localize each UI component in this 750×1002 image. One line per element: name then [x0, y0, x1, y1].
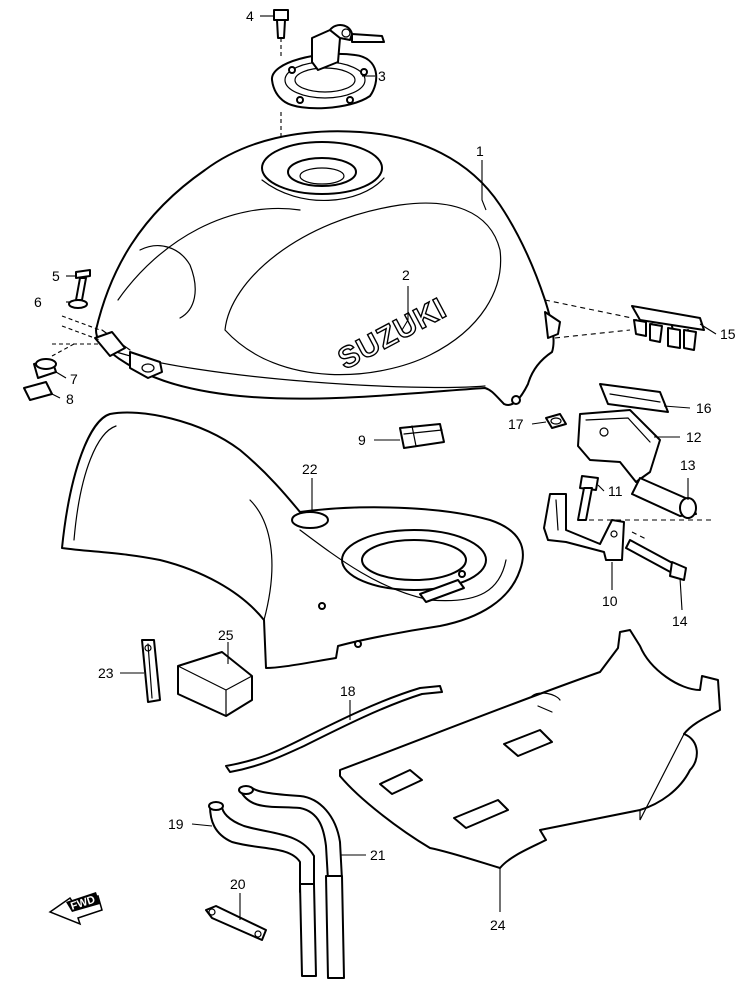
hose-21 — [238, 785, 345, 979]
callout-17: 17 — [508, 416, 524, 432]
callout-13: 13 — [680, 457, 696, 473]
hose-19 — [208, 801, 315, 893]
cushion-16 — [599, 383, 669, 413]
callout-16: 16 — [696, 400, 712, 416]
callout-18: 18 — [340, 683, 356, 699]
cushion-15 — [631, 305, 705, 351]
tank-cover — [61, 411, 524, 669]
callout-5: 5 — [52, 268, 60, 284]
clip-8 — [23, 381, 53, 401]
callout-9: 9 — [358, 432, 366, 448]
bolt-14 — [625, 539, 687, 581]
leader-lines — [51, 15, 717, 920]
callout-labels: 1 2 3 4 5 6 7 8 9 10 11 12 13 14 15 16 1… — [34, 8, 736, 933]
bracket-12 — [577, 409, 661, 483]
cushion-9 — [399, 423, 445, 449]
pad-25 — [177, 651, 253, 717]
callout-23: 23 — [98, 665, 114, 681]
forward-direction-arrow: FWD — [48, 892, 103, 926]
cushion-7 — [33, 358, 57, 379]
callout-1: 1 — [476, 143, 484, 159]
callout-11: 11 — [608, 483, 623, 499]
callout-6: 6 — [34, 294, 42, 310]
fuel-cap-assembly — [270, 24, 385, 110]
callout-2: 2 — [402, 267, 410, 283]
bolt-11 — [577, 475, 599, 521]
callout-24: 24 — [490, 917, 506, 933]
tray-plate — [339, 629, 721, 869]
callout-15: 15 — [720, 326, 736, 342]
callout-10: 10 — [602, 593, 618, 609]
collar-17 — [545, 413, 567, 429]
washer-6 — [68, 299, 88, 309]
callout-25: 25 — [218, 627, 234, 643]
callout-7: 7 — [70, 371, 78, 387]
bolt-5 — [75, 269, 91, 301]
callout-19: 19 — [168, 816, 184, 832]
callout-20: 20 — [230, 876, 246, 892]
callout-12: 12 — [686, 429, 702, 445]
bracket-10 — [543, 493, 625, 561]
tube-18 — [225, 685, 443, 773]
callout-4: 4 — [246, 8, 254, 24]
pipe-13 — [631, 477, 697, 519]
fuel-tank: SUZUKI — [94, 130, 561, 406]
callout-8: 8 — [66, 391, 74, 407]
callout-21: 21 — [370, 847, 386, 863]
clip-20 — [205, 905, 267, 941]
callout-14: 14 — [672, 613, 688, 629]
clamp-23 — [141, 639, 161, 703]
callout-22: 22 — [302, 461, 318, 477]
callout-3: 3 — [378, 68, 386, 84]
cap-bolt — [273, 9, 289, 160]
